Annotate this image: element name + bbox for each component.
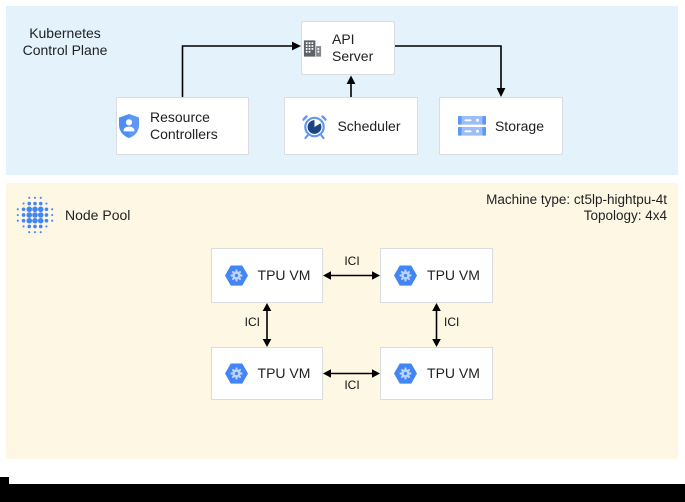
topology-text: Topology: 4x4 xyxy=(583,208,667,223)
control-plane-title: Kubernetes Control Plane xyxy=(14,25,116,59)
tpu-hexagon-icon xyxy=(394,363,418,384)
machine-type-text: Machine type: ct5lp-hightpu-4t xyxy=(486,192,667,207)
tpu-vm-node-top-right: TPU VM xyxy=(380,248,493,303)
tpu-vm-node-top-left: TPU VM xyxy=(211,248,323,303)
control-plane-title-line1: Kubernetes xyxy=(29,25,101,41)
storage-server-icon xyxy=(457,116,486,136)
tpu-vm-label: TPU VM xyxy=(257,365,311,381)
tpu-vm-label: TPU VM xyxy=(427,365,480,381)
tpu-hexagon-icon xyxy=(224,363,248,384)
ici-link-label-bottom: ICI xyxy=(344,378,360,392)
storage-label: Storage xyxy=(494,117,545,134)
tpu-vm-node-bottom-right: TPU VM xyxy=(380,347,493,400)
bottom-bar xyxy=(0,484,685,502)
alarm-clock-icon xyxy=(302,114,328,139)
ici-link-label-left: ICI xyxy=(244,315,260,329)
scheduler-node: Scheduler xyxy=(284,97,418,155)
machine-info: Machine type: ct5lp-hightpu-4t Topology:… xyxy=(486,192,667,224)
building-icon xyxy=(303,39,322,57)
resource-controllers-label: Resource Controllers xyxy=(150,109,218,142)
tpu-vm-node-bottom-left: TPU VM xyxy=(211,347,323,400)
storage-node: Storage xyxy=(439,97,563,155)
scheduler-label: Scheduler xyxy=(337,117,401,134)
node-pool-label: Node Pool xyxy=(65,207,131,223)
ici-link-label-top: ICI xyxy=(344,254,360,268)
node-pool-panel xyxy=(6,183,678,459)
bottom-bar-notch xyxy=(0,477,9,485)
tpu-vm-label: TPU VM xyxy=(257,267,311,283)
shield-user-icon xyxy=(119,114,139,138)
node-pool-dots-icon xyxy=(16,196,54,234)
resource-controllers-node: Resource Controllers xyxy=(116,97,249,155)
control-plane-title-line2: Control Plane xyxy=(22,42,108,58)
tpu-hexagon-icon xyxy=(224,265,248,286)
api-server-node: API Server xyxy=(301,21,395,75)
api-server-label: API Server xyxy=(332,31,374,64)
tpu-vm-label: TPU VM xyxy=(427,267,480,283)
tpu-hexagon-icon xyxy=(394,265,418,286)
ici-link-label-right: ICI xyxy=(444,315,460,329)
